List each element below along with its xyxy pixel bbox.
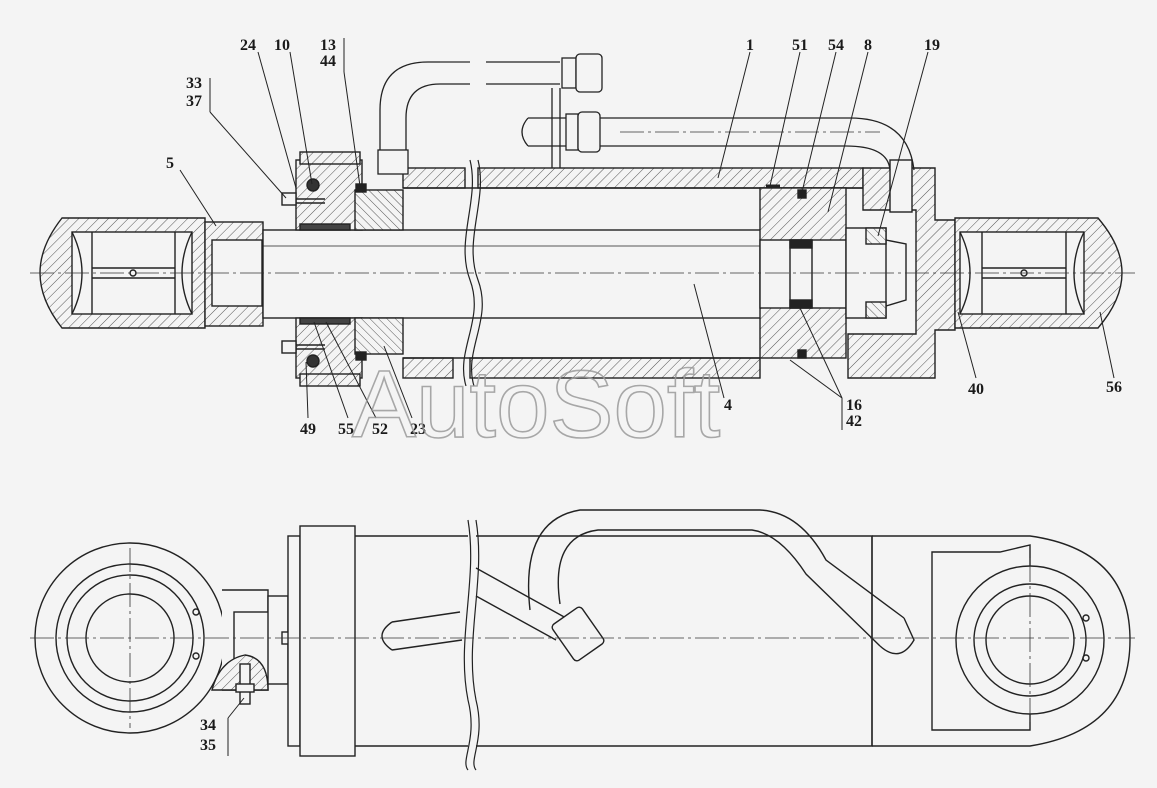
callout-13: 13	[320, 37, 336, 54]
cylinder-head	[295, 151, 404, 387]
callout-35: 35	[200, 737, 216, 754]
callout-40: 40	[968, 381, 984, 398]
callout-10: 10	[274, 37, 290, 54]
callout-23: 23	[410, 421, 426, 438]
callout-44: 44	[320, 53, 336, 70]
callout-4: 4	[724, 397, 732, 414]
callout-16: 16	[846, 397, 862, 414]
callout-51: 51	[792, 37, 808, 54]
callout-34: 34	[200, 717, 216, 734]
callout-8: 8	[864, 37, 872, 54]
piston-rod	[262, 229, 764, 319]
external-view	[30, 509, 1135, 771]
callout-52: 52	[372, 421, 388, 438]
callout-49: 49	[300, 421, 316, 438]
callout-54: 54	[828, 37, 844, 54]
callout-42: 42	[846, 413, 862, 430]
callout-55: 55	[338, 421, 354, 438]
hydraulic-pipes	[377, 53, 915, 175]
callout-1: 1	[746, 37, 754, 54]
callout-labels: 1 51 54 8 19 24 10 13 44 33 37 5 49 55 5…	[166, 37, 1122, 754]
watermark: AutoSoft	[352, 351, 720, 458]
leader-lines	[179, 38, 1115, 756]
bolt-bottom	[281, 340, 325, 354]
callout-19: 19	[924, 37, 940, 54]
callout-5: 5	[166, 155, 174, 172]
callout-37: 37	[186, 93, 202, 110]
piston	[759, 184, 847, 359]
bolt-top	[281, 192, 325, 206]
cylinder-tube	[402, 159, 864, 387]
callout-56: 56	[1106, 379, 1122, 396]
callout-24: 24	[240, 37, 256, 54]
callout-33: 33	[186, 75, 202, 92]
